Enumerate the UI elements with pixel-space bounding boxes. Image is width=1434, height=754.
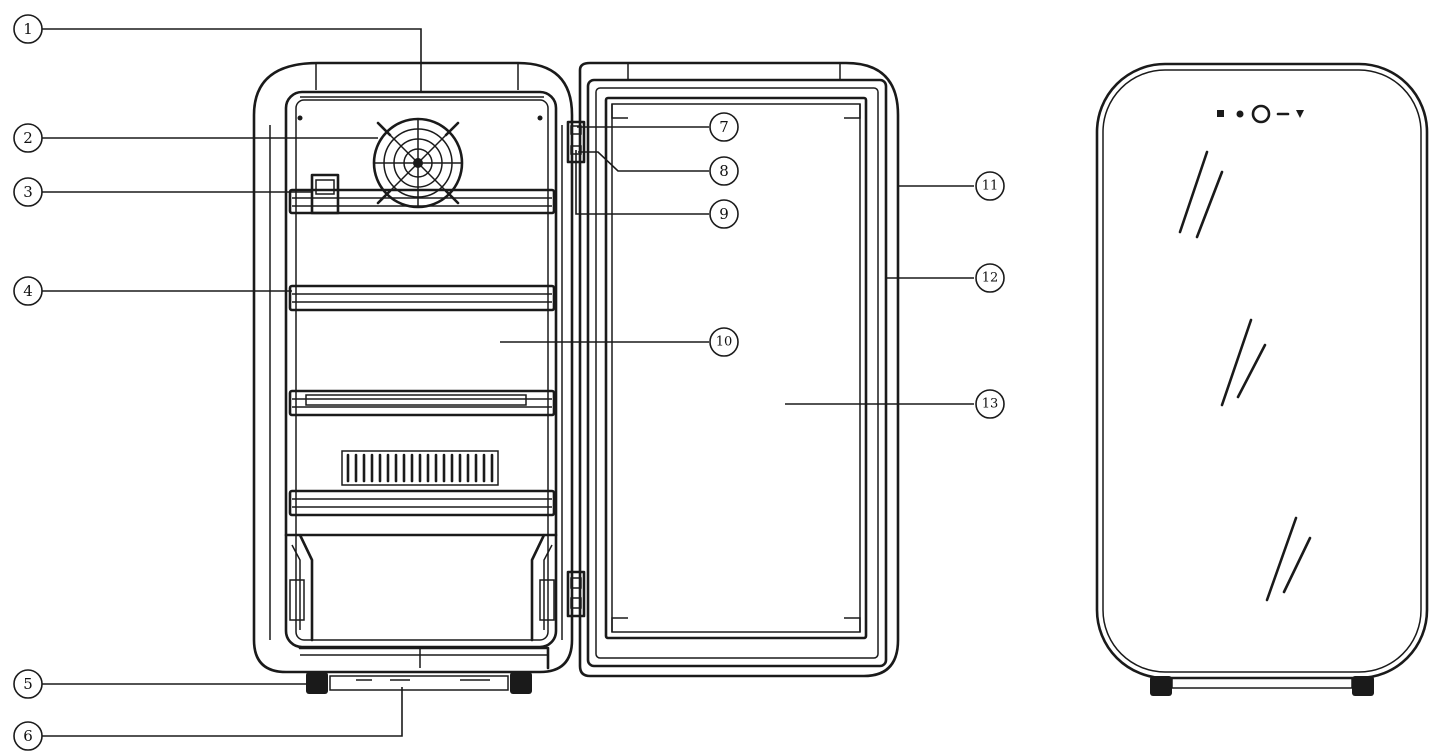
callout-5: 5 xyxy=(13,669,43,699)
callout-11: 11 xyxy=(975,171,1005,201)
callout-9: 9 xyxy=(709,199,739,229)
leader-lines xyxy=(42,28,974,737)
callout-3: 3 xyxy=(13,177,43,207)
svg-text:7: 7 xyxy=(719,118,729,136)
callout-2: 2 xyxy=(13,123,43,153)
callout-13: 13 xyxy=(975,389,1005,419)
glass-reflection xyxy=(1178,150,1312,602)
door-open-view xyxy=(566,61,900,678)
callout-8: 8 xyxy=(709,156,739,186)
front-foot-right xyxy=(1352,676,1374,696)
callout-1: 1 xyxy=(13,14,43,44)
fan-unit xyxy=(372,117,464,209)
vent-grille xyxy=(341,450,499,486)
svg-text:10: 10 xyxy=(716,335,733,350)
callout-10: 10 xyxy=(709,327,739,357)
shelf-4 xyxy=(288,489,556,517)
callout-7: 7 xyxy=(709,112,739,142)
svg-text:2: 2 xyxy=(23,129,33,147)
svg-text:13: 13 xyxy=(982,397,999,412)
callout-12: 12 xyxy=(975,263,1005,293)
shelf-3 xyxy=(288,389,556,417)
hinge-bottom xyxy=(566,570,586,618)
cabinet-open-view xyxy=(252,61,574,694)
svg-text:5: 5 xyxy=(23,675,33,693)
closed-front-view xyxy=(1095,62,1429,696)
callout-6: 6 xyxy=(13,721,43,751)
svg-text:12: 12 xyxy=(982,271,999,286)
foot-right xyxy=(510,672,532,694)
svg-text:3: 3 xyxy=(23,183,33,201)
foot-left xyxy=(306,672,328,694)
svg-text:9: 9 xyxy=(719,205,729,223)
svg-text:4: 4 xyxy=(23,282,33,300)
front-foot-left xyxy=(1150,676,1172,696)
control-panel xyxy=(1217,104,1304,124)
svg-text:1: 1 xyxy=(23,20,33,38)
bottom-compartment xyxy=(284,533,558,642)
callout-4: 4 xyxy=(13,276,43,306)
shelf-2 xyxy=(288,284,556,312)
svg-text:11: 11 xyxy=(982,179,999,194)
shelf-1 xyxy=(288,188,556,215)
svg-text:8: 8 xyxy=(719,162,729,180)
svg-text:6: 6 xyxy=(23,727,33,745)
